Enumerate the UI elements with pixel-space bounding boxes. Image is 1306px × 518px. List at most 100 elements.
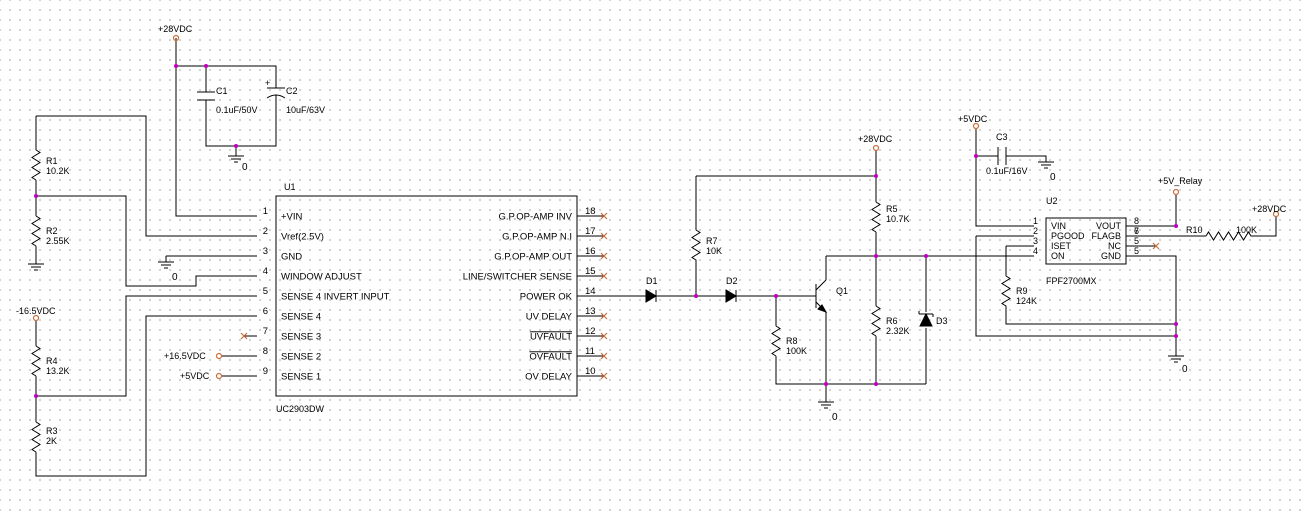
r9-value: 124K bbox=[1016, 296, 1037, 306]
r5-value: 10.7K bbox=[886, 214, 910, 224]
resistor-r7: R7 10K bbox=[691, 229, 722, 262]
r6-value: 2.32K bbox=[886, 326, 910, 336]
resistor-r9: R9 124K bbox=[1001, 275, 1037, 308]
resistor-r4: R4 13.2K bbox=[31, 345, 70, 377]
r8-value: 100K bbox=[786, 346, 807, 356]
r4-value: 13.2K bbox=[46, 366, 70, 376]
u1-right-pin-name: UV DELAY bbox=[526, 311, 573, 322]
u1-right-pin-number: 16 bbox=[585, 246, 596, 257]
u1-right-pin-number: 17 bbox=[585, 226, 596, 237]
c3-value: 0.1uF/16V bbox=[986, 166, 1028, 176]
u2-right-pin-number: 5 bbox=[1134, 246, 1139, 256]
u1-left-pin-number: 1 bbox=[263, 206, 268, 217]
u1-part: UC2903DW bbox=[276, 404, 325, 414]
junction bbox=[874, 254, 878, 258]
r6-ref: R6 bbox=[886, 316, 898, 326]
u1-right-pin-name: OVFAULT bbox=[529, 351, 572, 362]
port-5v-u2-label: +5VDC bbox=[958, 114, 988, 124]
junction bbox=[1174, 224, 1178, 228]
u1-left-pin-name: SENSE 2 bbox=[281, 351, 321, 362]
u2-body bbox=[1045, 217, 1127, 265]
u2-right-pin-name: GND bbox=[1101, 251, 1122, 261]
u1-right-pin-name: POWER OK bbox=[520, 291, 573, 302]
grounds: 0 0 0 0 0 bbox=[28, 155, 1188, 423]
u1-right-pin-number: 14 bbox=[585, 286, 596, 297]
nc-pin16-icon bbox=[600, 252, 608, 260]
u1-right-pin-number: 18 bbox=[585, 206, 596, 217]
nc-pin13-icon bbox=[600, 312, 608, 320]
r7-value: 10K bbox=[706, 246, 722, 256]
r3-ref: R3 bbox=[46, 426, 58, 436]
u2-right-pin-number: 5 bbox=[1134, 236, 1139, 246]
u2-left-pin-number: 1 bbox=[1033, 216, 1038, 226]
u1-left-pin-name: SENSE 3 bbox=[281, 331, 321, 342]
d1-ref: D1 bbox=[646, 276, 658, 286]
svg-text:+: + bbox=[265, 78, 270, 88]
r1-ref: R1 bbox=[46, 156, 58, 166]
u1-right-pin-name: G.P.OP-AMP INV bbox=[498, 211, 572, 222]
r9-ref: R9 bbox=[1016, 286, 1028, 296]
diode-d1: D1 bbox=[645, 276, 658, 303]
resistor-r1: R1 10.2K bbox=[31, 149, 70, 181]
ground-u1-icon: 0 bbox=[158, 261, 178, 283]
u2-left-pin-number: 2 bbox=[1033, 226, 1038, 236]
r7-ref: R7 bbox=[706, 236, 718, 246]
u1-left-pin-name: Vref(2.5V) bbox=[281, 231, 324, 242]
junction bbox=[924, 254, 928, 258]
u1-right-pin-number: 12 bbox=[585, 326, 596, 337]
u2-left-pin-number: 3 bbox=[1033, 236, 1038, 246]
resistor-r2: R2 2.55K bbox=[31, 215, 70, 247]
u2-right-pin-number: 8 bbox=[1134, 216, 1139, 226]
r10-value: 100K bbox=[1236, 225, 1257, 235]
ground-q1-icon: 0 bbox=[818, 401, 838, 423]
junctions bbox=[34, 64, 1178, 398]
resistor-r8: R8 100K bbox=[771, 325, 807, 357]
u1-left-pin-number: 7 bbox=[263, 326, 268, 337]
port-28v-top-label: +28VDC bbox=[158, 24, 193, 34]
capacitor-c1: C1 0.1uF/50V bbox=[197, 86, 258, 115]
u1-right-pins: 18 G.P.OP-AMP INV 17 G.P.OP-AMP N.I 16 G.P.OP… bbox=[463, 206, 596, 382]
port-5v-relay-marker bbox=[1172, 188, 1180, 196]
u1-right-pin-name: G.P.OP-AMP OUT bbox=[494, 251, 572, 262]
junction bbox=[974, 154, 978, 158]
junction bbox=[34, 394, 38, 398]
junction bbox=[174, 64, 178, 68]
u1-left-pin-number: 2 bbox=[263, 226, 268, 237]
junction bbox=[204, 64, 208, 68]
junction bbox=[694, 294, 698, 298]
port-5v-relay-label: +5V_Relay bbox=[1158, 176, 1203, 186]
diode-d3: D3 bbox=[918, 311, 948, 327]
u1-left-pin-name: SENSE 4 INVERT INPUT bbox=[281, 291, 390, 302]
nc-u2-nc-icon bbox=[1152, 242, 1160, 250]
nc-pin10-icon bbox=[600, 372, 608, 380]
u2-left-pin-name: ISET bbox=[1051, 241, 1072, 251]
port-28v-mid-marker bbox=[872, 144, 880, 152]
ground-u2-icon: 0 bbox=[1168, 355, 1188, 375]
u1-left-pin-name: SENSE 4 bbox=[281, 311, 321, 322]
nc-pin11-icon bbox=[600, 352, 608, 360]
nc-pin15-icon bbox=[600, 272, 608, 280]
transistor-q1: Q1 bbox=[815, 279, 848, 313]
u1-left-pin-number: 8 bbox=[263, 346, 268, 357]
junction bbox=[234, 144, 238, 148]
u1-left-pin-number: 3 bbox=[263, 246, 268, 257]
wires bbox=[35, 38, 1277, 477]
c3-ref: C3 bbox=[996, 132, 1008, 142]
diode-d2: D2 bbox=[725, 276, 738, 303]
junction bbox=[874, 174, 878, 178]
u1-left-pin-name: +VIN bbox=[281, 211, 303, 222]
r5-ref: R5 bbox=[886, 204, 898, 214]
q1-ref: Q1 bbox=[836, 286, 848, 296]
u2-left-pin-name: ON bbox=[1051, 251, 1065, 261]
u1-right-pin-number: 10 bbox=[585, 366, 596, 377]
u2-part: FPF2700MX bbox=[1046, 276, 1097, 286]
port-pos-16v-marker bbox=[215, 352, 223, 360]
c2-ref: C2 bbox=[286, 86, 298, 96]
ground-u2-label: 0 bbox=[1182, 364, 1188, 375]
resistor-r10: R10 100K bbox=[1186, 225, 1257, 241]
u1-right-pin-name: G.P.OP-AMP N.I bbox=[502, 231, 572, 242]
nc-pin12-icon bbox=[600, 332, 608, 340]
